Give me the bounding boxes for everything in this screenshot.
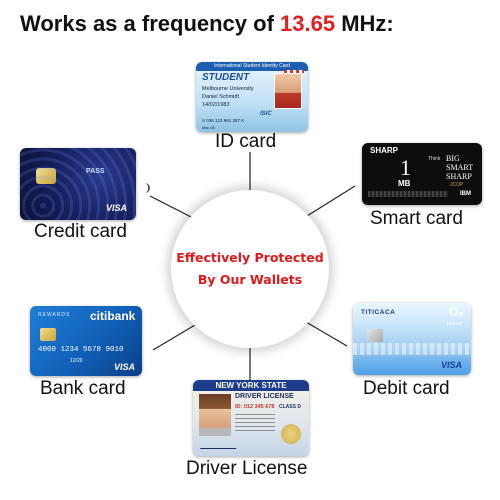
badge-line-2: By Our Wallets xyxy=(197,272,303,287)
chip-icon xyxy=(367,329,383,342)
bank-card-image: REWARDS citibank 4000 1234 5678 9010 12/… xyxy=(30,306,142,376)
chip-icon xyxy=(40,328,56,341)
credit-card-label: Credit card xyxy=(34,221,127,242)
debit-card-money: Money xyxy=(447,321,463,327)
id-chevron-icon xyxy=(284,70,304,73)
dl-signature xyxy=(200,442,238,449)
smart-card-image: SHARP 1 MB Think BIG SMART SHARP JCOP IB… xyxy=(362,143,482,205)
credit-card-brand: VISA xyxy=(106,203,128,213)
dl-title: DRIVER LICENSE xyxy=(235,393,294,400)
id-card-brand: ISIC xyxy=(260,111,272,117)
dl-class: CLASS D xyxy=(279,404,301,410)
dl-photo xyxy=(199,394,231,436)
debit-card-o2: O₂ xyxy=(449,305,464,319)
bank-card-rewards: REWARDS xyxy=(38,312,71,318)
bank-card-number: 4000 1234 5678 9010 xyxy=(38,346,124,354)
id-card-line-2: Daniel Schmidt xyxy=(202,94,239,100)
dl-seal-icon xyxy=(281,424,301,444)
smart-card-capacity: 1 xyxy=(400,155,411,180)
credit-card-pass: PASS xyxy=(86,168,105,175)
heading-prefix: Works as a frequency of xyxy=(20,11,281,36)
debit-card-network: VISA xyxy=(441,360,463,370)
bank-card-network: VISA xyxy=(114,362,136,372)
id-card-date: Mar-06 xyxy=(202,125,215,130)
smart-card-stripe xyxy=(368,191,448,197)
driver-license-label: Driver License xyxy=(186,458,308,479)
smart-card-label: Smart card xyxy=(370,208,463,229)
debit-card-name: TITICACA xyxy=(361,309,396,316)
credit-card-image: PASS VISA xyxy=(20,148,136,220)
dl-id: ID: 012 345 678 xyxy=(235,404,275,410)
bank-card-label: Bank card xyxy=(40,378,126,399)
dl-text-lines xyxy=(235,414,275,434)
smart-card-unit: MB xyxy=(398,179,411,188)
protection-badge: Effectively Protected By Our Wallets xyxy=(171,190,329,348)
swirl-pattern xyxy=(20,148,136,220)
id-card-header: International Student Identity Card xyxy=(196,62,308,71)
frequency-value: 13.65 xyxy=(280,11,336,36)
smart-card-word-3: SHARP xyxy=(446,172,472,181)
debit-card-label: Debit card xyxy=(363,378,450,399)
bank-card-expiry: 12/20 xyxy=(70,358,83,364)
id-card-title: STUDENT xyxy=(202,72,250,83)
smart-card-brand: SHARP xyxy=(370,146,399,155)
connector-credit xyxy=(149,195,194,219)
id-card-number: S 036 123 961 357 K xyxy=(202,118,245,123)
id-card-line-1: Melbourne University xyxy=(202,86,254,92)
debit-card-image: TITICACA O₂ Money VISA xyxy=(353,303,471,375)
chip-icon xyxy=(36,168,56,184)
city-skyline xyxy=(353,343,471,355)
smart-card-word-1: BIG xyxy=(446,154,460,163)
id-card-image: International Student Identity Card STUD… xyxy=(196,62,308,132)
connector-bank xyxy=(152,324,196,351)
connector-debit xyxy=(305,321,348,347)
driver-license-image: NEW YORK STATE DRIVER LICENSE ID: 012 34… xyxy=(193,380,309,456)
smart-card-tag: Think xyxy=(428,156,441,162)
contactless-icon xyxy=(140,183,150,193)
smart-card-maker: IBM xyxy=(460,191,471,197)
page-heading: Works as a frequency of 13.65 MHz: xyxy=(20,11,490,37)
badge-line-1: Effectively Protected xyxy=(176,250,324,265)
id-card-line-3: 14/02/1983 xyxy=(202,102,230,108)
smart-card-small: JCOP xyxy=(450,182,464,188)
smart-card-word-2: SMART xyxy=(446,163,474,172)
bank-card-brand: citibank xyxy=(90,309,136,323)
connector-smart xyxy=(306,185,356,217)
id-photo xyxy=(274,73,302,109)
dl-state: NEW YORK STATE xyxy=(193,380,309,391)
heading-suffix: MHz: xyxy=(335,11,394,36)
id-card-label: ID card xyxy=(215,131,277,152)
